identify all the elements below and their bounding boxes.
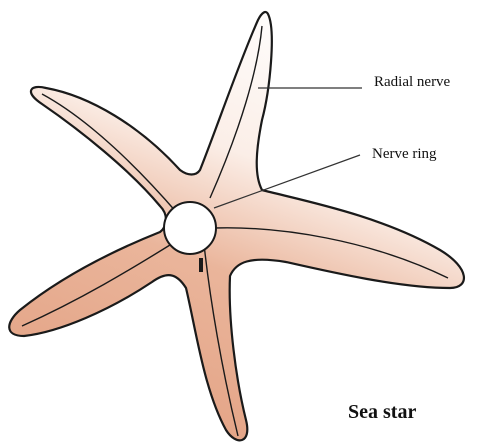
nerve-ring-label: Nerve ring: [372, 146, 437, 162]
radial-nerve-label: Radial nerve: [374, 74, 451, 90]
radial-nerve-mark: [199, 258, 203, 272]
diagram-title: Sea star: [348, 401, 416, 423]
nerve-ring: [164, 202, 216, 254]
